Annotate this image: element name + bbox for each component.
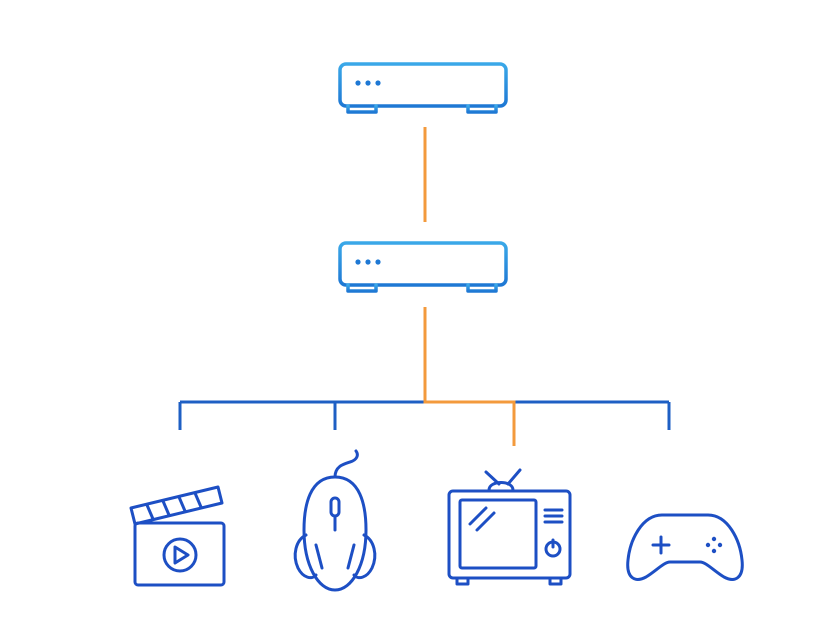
gaming-mouse-icon — [293, 449, 377, 592]
gamepad-icon — [626, 513, 744, 581]
retro-tv-icon — [447, 468, 572, 586]
wifi-router-icon — [338, 28, 508, 114]
distribution-bus — [178, 400, 671, 430]
link-modem-tv — [423, 307, 516, 446]
modem-icon — [338, 241, 508, 293]
network-links — [178, 127, 671, 446]
clapperboard-play-icon — [129, 485, 226, 587]
